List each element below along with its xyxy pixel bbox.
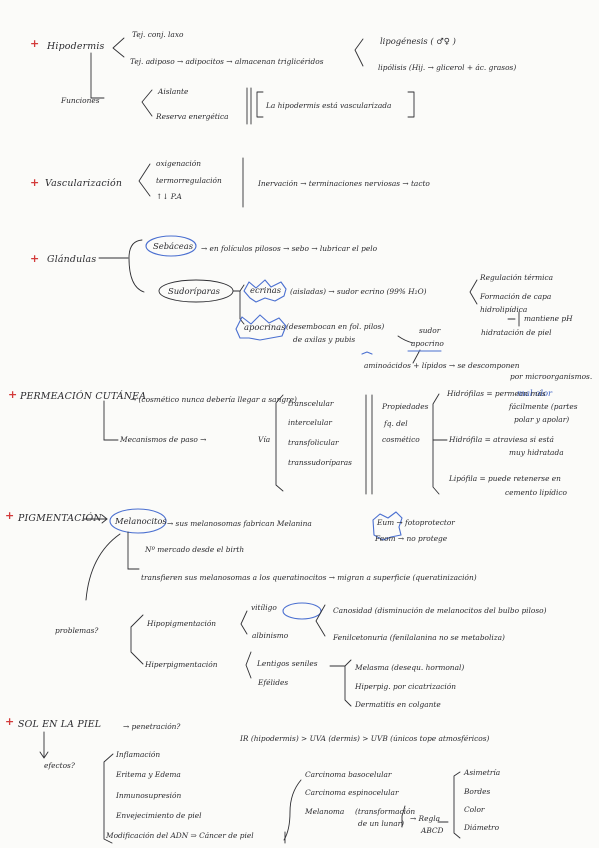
propiedades-1: Propiedades — [382, 402, 429, 411]
bullet-sol: + — [5, 715, 15, 728]
albinismo: albinismo — [252, 631, 289, 640]
sebaceas-desc: → en folículos pilosos → sebo → lubricar… — [201, 244, 378, 253]
hidrofila-1: Hidrófila = atraviesa si está — [449, 435, 554, 444]
efecto-1: Inflamación — [116, 750, 161, 759]
lipofila-2: cemento lipídico — [505, 488, 567, 497]
funciones-label: Funciones — [61, 96, 100, 105]
sudor-apocrino-2: apocrino — [411, 339, 444, 348]
vitiligo: vitíligo — [251, 603, 277, 612]
bullet-glandulas: + — [30, 252, 40, 265]
sebaceas-label: Sebáceas — [153, 241, 193, 251]
apocrinas-desc-1: (desembocan en fol. pilos) — [286, 322, 385, 331]
abcd-0: Asimetría — [464, 768, 501, 777]
ecrinas-desc: (aisladas) → sudor ecrino (99% H₂O) — [290, 287, 427, 296]
penetracion: → penetración? — [123, 722, 181, 731]
ecrinas-funcion-4: mantiene pH — [524, 314, 573, 323]
canosidad: Canosidad (disminución de melanocitos de… — [333, 606, 547, 615]
via-1: intercelular — [288, 418, 332, 427]
glandulas-title: Glándulas — [47, 254, 97, 265]
lentigos-seniles: Lentigos seniles — [257, 659, 318, 668]
bullet-pigmentacion: + — [5, 509, 15, 522]
mal-olor: mal olor — [517, 388, 553, 398]
melanocitos-desc: → sus melanosomas fabrican Melanina — [167, 519, 312, 528]
hiperpigmentacion: Hiperpigmentación — [145, 660, 218, 669]
abcd-1: Bordes — [464, 787, 491, 796]
hiperpig-cicatrizacion: Hiperpig. por cicatrización — [355, 682, 456, 691]
inervacion: Inervación → terminaciones nerviosas → t… — [258, 179, 430, 188]
ecrinas-funcion-1: Regulación térmica — [480, 273, 554, 282]
lipogenesis: lipogénesis ( ♂♀ ) — [380, 36, 456, 46]
via-label: Vía — [258, 435, 271, 444]
hipodermis-line2: Tej. adiposo → adipocitos → almacenan tr… — [130, 57, 324, 66]
vascularizacion-title: Vascularización — [45, 178, 123, 189]
efelides: Efélides — [258, 678, 289, 687]
via-0: transcelular — [288, 399, 334, 408]
feomelanina: Feom → no protege — [375, 534, 448, 543]
melanoma-desc-2: de un lunar) — [358, 819, 405, 828]
pigmentacion-title: PIGMENTACIÓN — [18, 513, 102, 524]
efecto-5: Modificación del ADN ⇒ Cáncer de piel — [106, 831, 254, 840]
permeacion-desc: → (cosmético nunca debería llegar a sang… — [130, 395, 297, 404]
melanocitos-label: Melanocitos — [115, 516, 167, 526]
hipodermis-note: La hipodermis está vascularizada — [266, 101, 392, 110]
bullet-vascularizacion: + — [30, 176, 40, 189]
fenilcetonuria: Fenilcetonuria (fenilalanina no se metab… — [333, 633, 505, 642]
hipopigmentacion: Hipopigmentación — [147, 619, 217, 628]
hipodermis-title: Hipodermis — [47, 41, 105, 52]
propiedades-2: fq. del — [384, 419, 408, 428]
abcd-3: Diámetro — [464, 823, 500, 832]
hidrofilas-3: polar y apolar) — [514, 415, 570, 424]
funcion-aislante: Aislante — [158, 87, 189, 96]
propiedades-3: cosmético — [382, 435, 420, 444]
bullet-hipodermis: + — [30, 37, 40, 50]
apocrinas-desc-2: de axilas y pubis — [293, 335, 356, 344]
lipolisis: lipólisis (Hij. → glicerol + ác. grasos) — [378, 63, 517, 72]
dermatitis-colgante: Dermatitis en colgante — [355, 700, 441, 709]
melanoma-desc-1: (transformación — [355, 807, 416, 816]
numero-melanocitos: Nº mercado desde el birth — [145, 545, 245, 554]
vasc-item-2: ↑↓ P.A — [156, 192, 182, 201]
efectos-label: efectos? — [44, 761, 75, 770]
vasc-item-1: termorregulación — [156, 176, 222, 185]
lipofila-1: Lipófila = puede retenerse en — [449, 474, 561, 483]
mecanismos-paso: Mecanismos de paso → — [120, 435, 207, 444]
efecto-3: Inmunosupresión — [116, 791, 182, 800]
ecrinas-label: ecrinas — [250, 285, 282, 295]
bullet-permeacion: + — [8, 388, 18, 401]
hidrofila-2: muy hidratada — [509, 448, 564, 457]
regla-label: → Regla — [410, 814, 440, 823]
funcion-reserva: Reserva energética — [156, 112, 229, 121]
ecrinas-funcion-5: hidratación de piel — [481, 328, 552, 337]
abcd-2: Color — [464, 805, 485, 814]
ecrinas-funcion-2: Formación de capa — [480, 292, 552, 301]
carcinoma-espinocelular: Carcinoma espinocelular — [305, 788, 399, 797]
microorganismos: por microorganismos. — [510, 372, 593, 381]
vasc-item-0: oxigenación — [156, 159, 201, 168]
apocrinas-label: apocrinas — [244, 322, 286, 332]
aminoacidos-lipidos: aminoácidos + lípidos → se descomponen — [364, 361, 520, 370]
hidrofilas-2: fácilmente (partes — [509, 402, 578, 411]
hipodermis-line1: Tej. conj. laxo — [132, 30, 184, 39]
via-2: transfolicular — [288, 438, 339, 447]
transfieren: transfieren sus melanosomas a los querat… — [141, 573, 477, 582]
via-3: transsudoríparas — [288, 458, 352, 467]
efecto-4: Envejecimiento de piel — [116, 811, 202, 820]
hidrofilas-1: Hidrófilas = permean más — [447, 389, 546, 398]
sol-title: SOL EN LA PIEL — [18, 719, 102, 730]
permeacion-title: PERMEACIÓN CUTÁNEA — [20, 391, 147, 402]
efecto-2: Eritema y Edema — [116, 770, 181, 779]
ir-uva-uvb: IR (hipodermis) > UVA (dermis) > UVB (ún… — [240, 734, 490, 743]
problemas-label: problemas? — [55, 626, 99, 635]
sudoriparas-label: Sudoríparas — [168, 286, 220, 296]
ecrinas-funcion-3: hidrolipídica — [480, 305, 528, 314]
melanoma: Melanoma — [305, 807, 345, 816]
eumelanina: Eum → fotoprotector — [377, 518, 455, 527]
melasma: Melasma (desequ. hormonal) — [355, 663, 465, 672]
regla-abcd: ABCD — [421, 826, 444, 835]
sudor-apocrino-1: sudor — [419, 326, 441, 335]
carcinoma-basocelular: Carcinoma basocelular — [305, 770, 392, 779]
